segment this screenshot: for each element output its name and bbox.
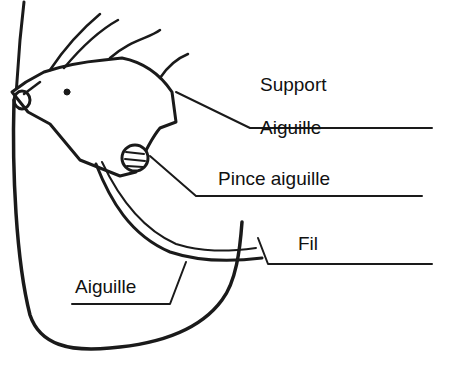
needle-eye — [14, 91, 30, 109]
support-arm — [110, 30, 160, 58]
leader-line — [72, 262, 186, 304]
pivot-dot — [64, 89, 70, 95]
support-arm — [64, 20, 118, 68]
screw-thread — [125, 152, 145, 167]
part-label: Support Aiguille — [260, 63, 360, 149]
support-arm — [50, 14, 100, 70]
leader-line — [258, 238, 432, 264]
support-arm — [160, 54, 188, 78]
part-label: Aiguille — [75, 276, 136, 298]
part-label: Fil — [298, 233, 318, 255]
leader-line — [150, 156, 422, 196]
thread-line — [16, 2, 24, 95]
clamp-screw — [122, 145, 148, 171]
part-label: Pince aiguille — [218, 168, 330, 190]
